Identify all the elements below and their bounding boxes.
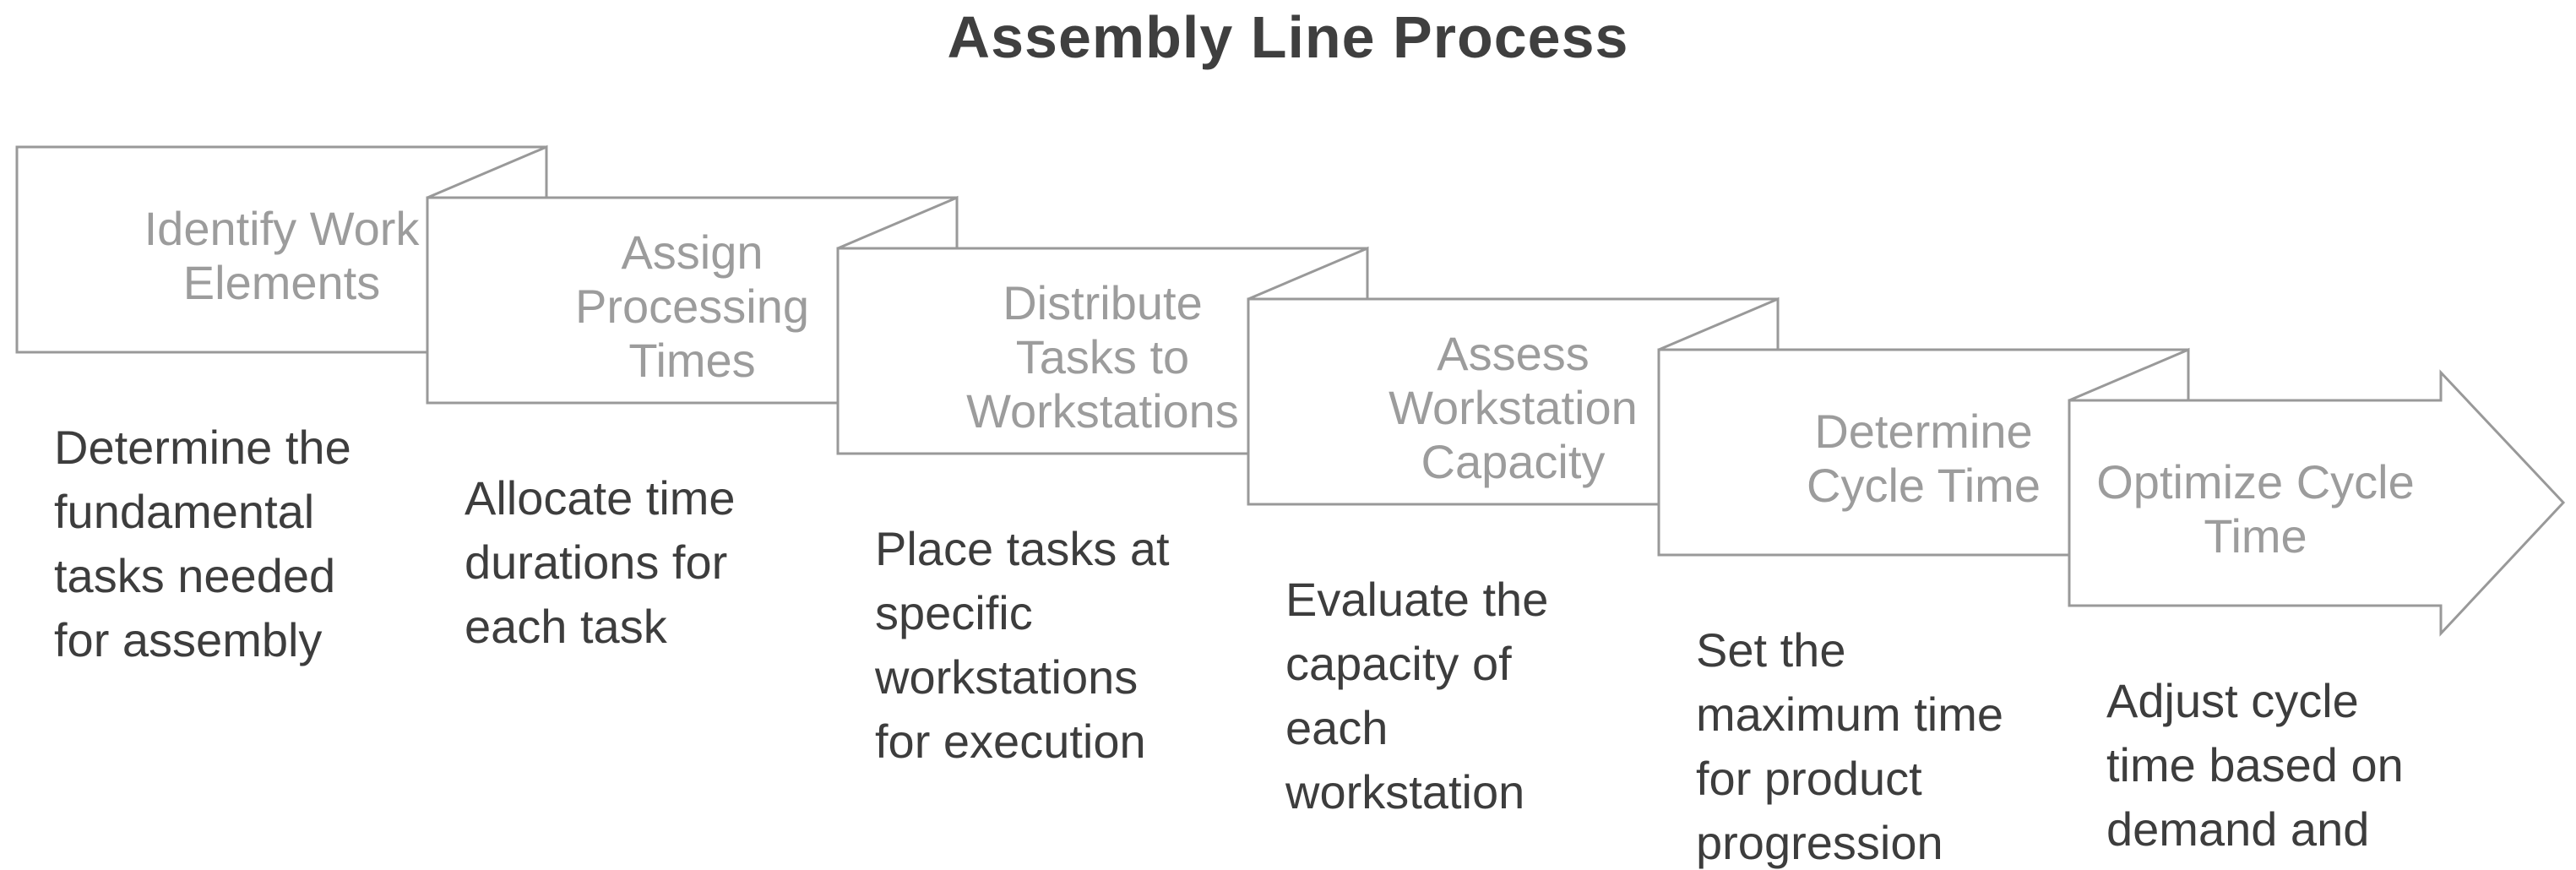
diagram-title: Assembly Line Process: [947, 4, 1629, 70]
step-arrow-6: [2068, 369, 2566, 637]
step-description-distribute-tasks-to-workstations: Place tasks at specific workstations for…: [875, 522, 1170, 768]
step-description-determine-cycle-time: Set the maximum time for product progres…: [1696, 623, 2004, 869]
step-description-identify-work-elements: Determine the fundamental tasks needed f…: [54, 421, 351, 666]
step-description-assign-processing-times: Allocate time durations for each task: [465, 471, 736, 653]
step-description-optimize-cycle-time: Adjust cycle time based on demand and ta…: [2106, 674, 2404, 870]
step-description-assess-workstation-capacity: Evaluate the capacity of each workstatio…: [1285, 573, 1549, 818]
